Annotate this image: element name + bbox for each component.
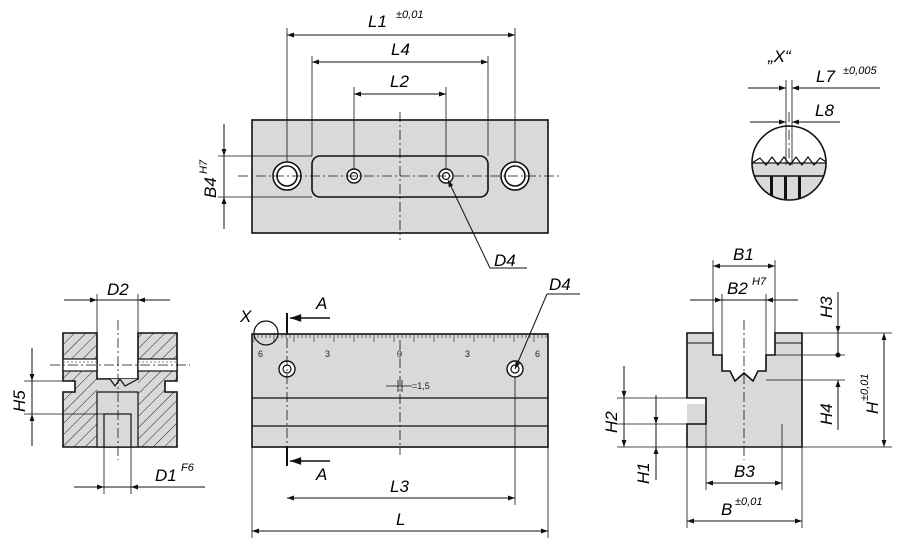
section-a-view: D2 H5 D1 F6 [10,280,205,494]
scale-resolution: =1,5 [412,381,430,391]
label-B1: B1 [733,245,754,264]
label-H: H [863,401,882,414]
label-A-top: A [315,294,327,313]
label-A-bottom: A [315,465,327,484]
scale-zero: 0 [397,349,402,359]
label-B2: B2 [727,279,748,298]
label-B3: B3 [734,462,755,481]
label-L4: L4 [391,40,410,59]
label-B: B [721,500,732,519]
leader-D4-front [514,293,548,370]
label-D1-tolerance: F6 [181,462,195,474]
end-view-body [686,332,803,448]
detail-x-marker [253,320,279,346]
label-L2: L2 [390,72,409,91]
label-B4-tolerance: H7 [198,159,210,174]
label-L: L [396,510,405,529]
front-view: 6 3 0 3 6 =1,5 A A X D4 [239,275,580,538]
label-B4: B4 [201,177,220,198]
label-L1: L1 [368,12,387,31]
end-view: B1 B2 H7 H3 H4 H ±0,01 [602,245,892,528]
label-D4-top: D4 [494,251,516,270]
label-L7-tolerance: ±0,005 [843,65,877,77]
leader-D4-top [447,179,491,269]
label-H-tolerance: ±0,01 [859,374,871,401]
label-detail-x: „X“ [767,47,792,66]
scale-left-3: 3 [325,349,330,359]
label-D4-front: D4 [549,275,571,294]
label-H3: H3 [817,296,836,318]
label-B-tolerance: ±0,01 [735,496,762,508]
label-B2-tolerance: H7 [752,276,767,288]
label-L8: L8 [815,101,834,120]
label-D1: D1 [155,466,177,485]
label-H2: H2 [602,411,621,433]
label-H1: H1 [634,462,653,484]
label-H4: H4 [817,403,836,425]
label-H5: H5 [10,390,29,412]
scale-left-6: 6 [258,349,263,359]
label-L1-tolerance: ±0,01 [396,9,423,21]
label-L7: L7 [816,67,835,86]
label-L3: L3 [390,477,409,496]
label-D2: D2 [107,280,129,299]
label-X-marker: X [239,307,252,326]
scale-right-6: 6 [535,349,540,359]
detail-x-view: „X“ L7 ±0,005 L8 [748,47,880,201]
scale-right-3: 3 [465,349,470,359]
top-view: L1 ±0,01 L4 L2 B4 H7 D4 [198,9,562,270]
